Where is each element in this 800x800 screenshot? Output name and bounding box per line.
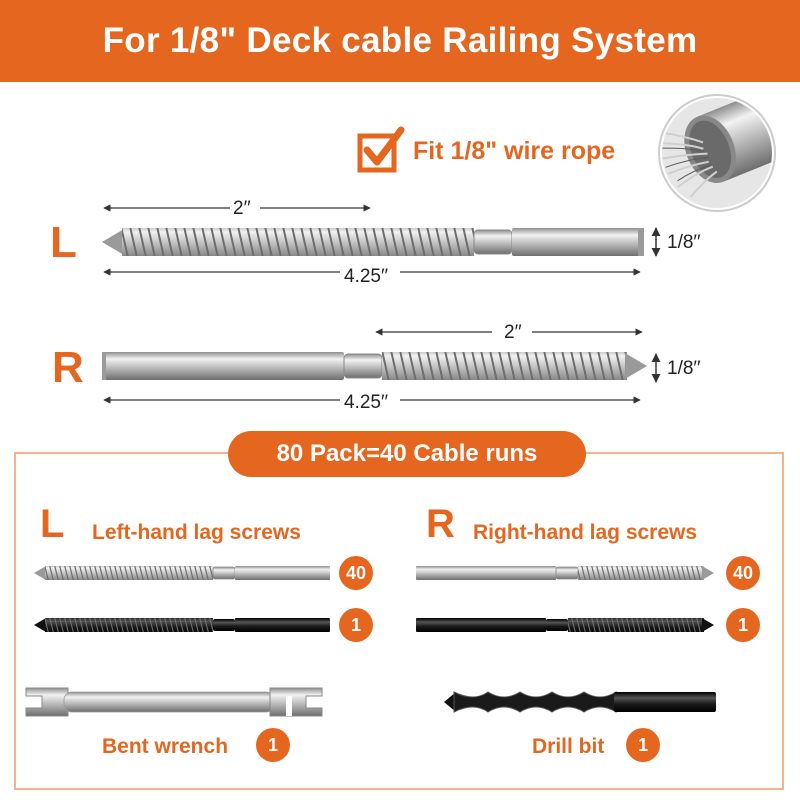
pack-right-silver-screw (416, 566, 714, 580)
pack-left-black-screw (34, 618, 330, 632)
bent-wrench-label: Bent wrench (102, 735, 229, 758)
right-total-length: 4.25′′ (344, 392, 389, 413)
pack-right-black-screw (416, 618, 714, 632)
right-hand-letter: R (52, 343, 84, 392)
left-total-dimension (103, 268, 641, 276)
pack-title: 80 Pack=40 Cable runs (228, 431, 586, 477)
right-thread-length: 2′′ (504, 322, 522, 343)
left-hand-lag-screw (102, 228, 644, 256)
drill-bit-image (444, 691, 716, 713)
pack-left-letter: L (40, 502, 65, 546)
fit-label: Fit 1/8" wire rope (413, 137, 616, 165)
drill-bit-label: Drill bit (532, 735, 605, 758)
right-hand-lag-screw (102, 352, 647, 380)
pack-left-label: Left-hand lag screws (92, 521, 301, 544)
right-total-dimension (103, 396, 641, 404)
left-diameter-dimension (651, 227, 661, 257)
pack-right-silver-qty: 40 (726, 556, 760, 590)
pack-left-black-qty: 1 (339, 608, 373, 642)
left-diameter: 1/8′′ (667, 232, 701, 253)
bent-wrench-image (25, 687, 323, 717)
left-thread-length: 2′′ (233, 198, 251, 219)
left-total-length: 4.25′′ (344, 266, 389, 287)
drill-bit-qty: 1 (626, 728, 660, 762)
right-diameter: 1/8′′ (667, 358, 701, 379)
pack-right-label: Right-hand lag screws (473, 521, 698, 544)
left-thread-dimension (103, 204, 371, 212)
checkbox-checked-icon (357, 126, 405, 173)
pack-left-silver-qty: 40 (339, 556, 373, 590)
right-diameter-dimension (651, 353, 661, 383)
wire-rope-closeup-image (658, 94, 776, 212)
left-hand-letter: L (50, 218, 77, 267)
banner-title: For 1/8" Deck cable Railing System (0, 0, 800, 82)
right-thread-dimension (375, 328, 643, 336)
pack-right-letter: R (426, 502, 455, 546)
pack-left-silver-screw (34, 566, 330, 580)
pack-right-black-qty: 1 (726, 608, 760, 642)
bent-wrench-qty: 1 (256, 728, 290, 762)
